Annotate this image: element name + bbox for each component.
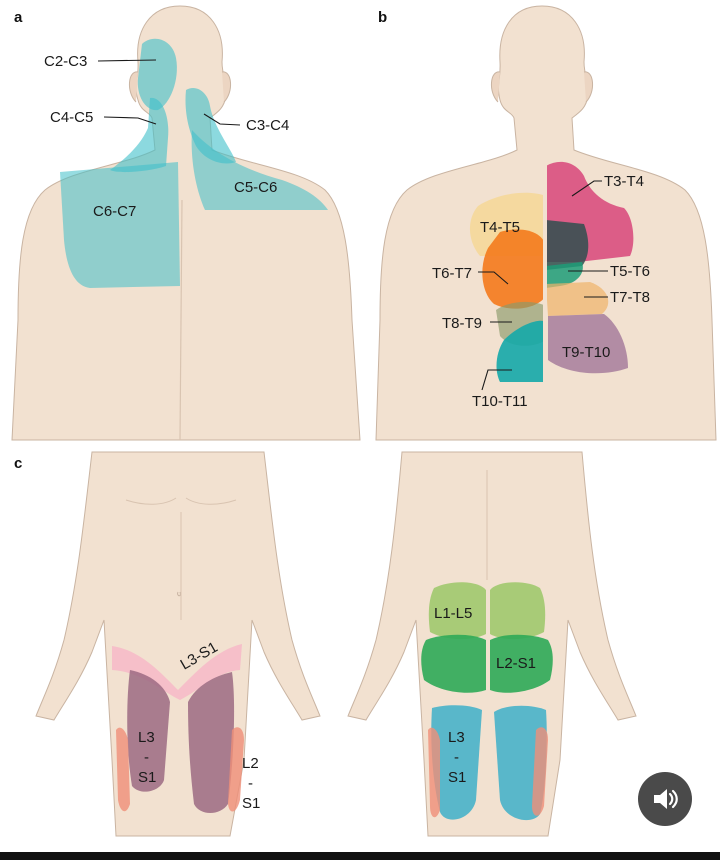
zone-c6-c7 [60, 162, 180, 288]
ear-right-b [583, 71, 593, 103]
label-t3-t4: T3-T4 [604, 173, 644, 190]
belly-button [177, 591, 181, 597]
zone-l3-s1-groin [112, 644, 242, 700]
label-t5-t6: T5-T6 [610, 263, 650, 280]
label-t10-t11: T10-T11 [472, 393, 528, 410]
zone-l1-l5-left [428, 582, 486, 640]
body-silhouette-c-front [35, 451, 321, 837]
zone-back-thigh-left-salmon [428, 727, 440, 818]
zone-l2-s1-left [421, 634, 486, 693]
zone-l2-s1-right [490, 634, 553, 693]
panel-c-back: L1-L5 L2-S1 L3 - S1 [347, 451, 637, 837]
label-c6-c7: C6-C7 [93, 203, 136, 220]
label-l2-s1: L2-S1 [496, 655, 536, 672]
bottom-bar [0, 852, 720, 860]
spine-line-a [179, 199, 183, 441]
label-c4-c5: C4-C5 [50, 109, 93, 126]
chest-line-right [185, 497, 237, 505]
panel-a: a C2-C3 C4-C5 C3-C4 C5-C6 C6-C7 [11, 5, 361, 441]
label-c3-c4: C3-C4 [246, 117, 289, 134]
zone-t7-t8 [546, 282, 609, 316]
zone-overlap-dark [546, 220, 589, 270]
label-dash-front-b: - [248, 775, 253, 792]
zone-thigh-left-salmon [116, 727, 130, 812]
label-l1-l5: L1-L5 [434, 605, 472, 622]
zone-thigh-right-salmon [228, 727, 244, 812]
zone-c2-c3 [137, 38, 177, 111]
label-l2-front: L2 [242, 755, 259, 772]
panel-c-front: c L3-S1 L3 - S1 L2 - S1 [14, 451, 321, 837]
zone-thigh-right-mauve [188, 672, 235, 813]
zone-t9-t10 [548, 314, 628, 374]
zone-back-thigh-left-blue [431, 705, 482, 820]
label-c5-c6: C5-C6 [234, 179, 277, 196]
label-c2-c3: C2-C3 [44, 53, 87, 70]
label-l3-front: L3 [138, 729, 155, 746]
zone-c4-c5 [110, 97, 169, 173]
panel-label-b: b [378, 9, 387, 26]
label-s1-front-a: S1 [138, 769, 156, 786]
panel-label-c: c [14, 455, 22, 472]
zone-t5-t6 [546, 262, 583, 288]
zone-l1-l5-right [490, 582, 546, 640]
label-l3-back: L3 [448, 729, 465, 746]
label-t7-t8: T7-T8 [610, 289, 650, 306]
label-t9-t10: T9-T10 [562, 344, 610, 361]
ear-left-b [491, 71, 501, 103]
label-dash-back: - [454, 749, 459, 766]
sound-toggle-button[interactable] [638, 772, 692, 826]
ear-right [221, 71, 231, 103]
panel-label-a: a [14, 9, 23, 26]
zone-t6-t7 [482, 229, 546, 309]
ear-left [129, 71, 139, 103]
chest-line-left [125, 497, 177, 505]
label-t6-t7: T6-T7 [432, 265, 472, 282]
speaker-icon [654, 789, 678, 809]
label-t8-t9: T8-T9 [442, 315, 482, 332]
label-dash-front-a: - [144, 749, 149, 766]
zone-t10-t11 [496, 320, 546, 382]
label-t4-t5: T4-T5 [480, 219, 520, 236]
zone-c5-c6 [191, 130, 328, 210]
zone-thigh-left-mauve [127, 670, 170, 792]
label-s1-back: S1 [448, 769, 466, 786]
zone-back-thigh-right-salmon [532, 727, 548, 816]
label-s1-front-b: S1 [242, 795, 260, 812]
panel-b: b T3-T4 T4-T5 T5-T6 T6-T7 T7-T8 T8-T9 T9… [375, 5, 717, 441]
zone-c3-c4 [185, 87, 236, 164]
